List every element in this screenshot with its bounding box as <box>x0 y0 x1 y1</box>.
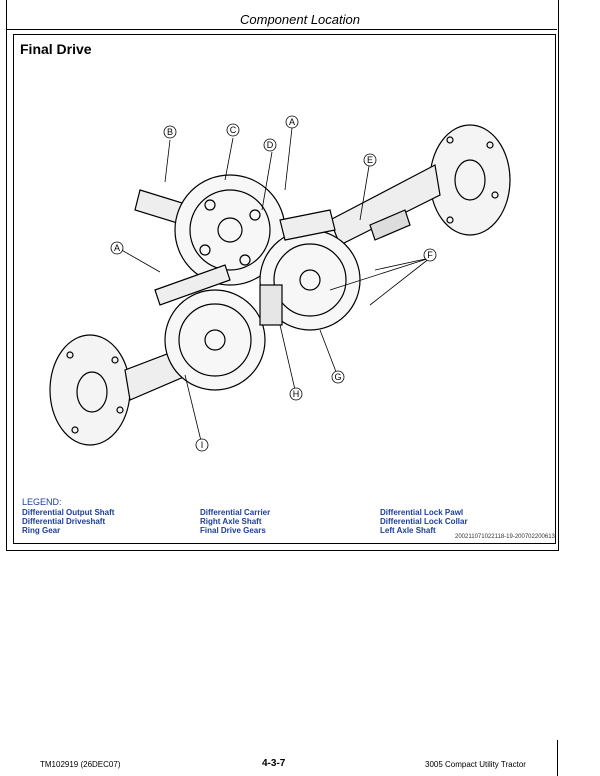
section-title: Component Location <box>240 12 360 27</box>
header-divider <box>7 29 557 30</box>
page-frame <box>6 0 559 551</box>
legend-item: Differential Driveshaft <box>22 517 106 526</box>
callout-g: G <box>334 372 341 382</box>
legend-item: Left Axle Shaft <box>380 526 436 535</box>
legend-title: LEGEND: <box>22 497 62 507</box>
callout-b: B <box>167 127 173 137</box>
legend-item: Right Axle Shaft <box>200 517 262 526</box>
callout-f: F <box>427 250 433 260</box>
page-number: 4-3-7 <box>262 758 286 769</box>
image-id: 200211071022118-19-200702200613 <box>455 534 555 540</box>
callout-a: A <box>289 117 295 127</box>
doc-id: TM102919 (26DEC07) <box>40 760 121 769</box>
final-drive-diagram: A B C D E F G H I A <box>49 115 511 452</box>
callout-i: I <box>201 440 204 450</box>
product-name: 3005 Compact Utility Tractor <box>425 760 526 769</box>
legend-item: Final Drive Gears <box>200 526 266 535</box>
figure-title: Final Drive <box>20 41 92 57</box>
legend-item: Differential Lock Pawl <box>380 508 464 517</box>
callout-a2: A <box>114 243 120 253</box>
legend-item: Differential Lock Collar <box>380 517 468 526</box>
legend-item: Differential Output Shaft <box>22 508 115 517</box>
footer-divider <box>557 740 558 776</box>
legend-item: Differential Carrier <box>200 508 271 517</box>
callout-h: H <box>293 389 300 399</box>
callout-d: D <box>267 140 274 150</box>
callout-c: C <box>230 125 237 135</box>
callout-e: E <box>367 155 373 165</box>
figure-box: Final Drive <box>13 34 556 544</box>
legend-item: Ring Gear <box>22 526 61 535</box>
